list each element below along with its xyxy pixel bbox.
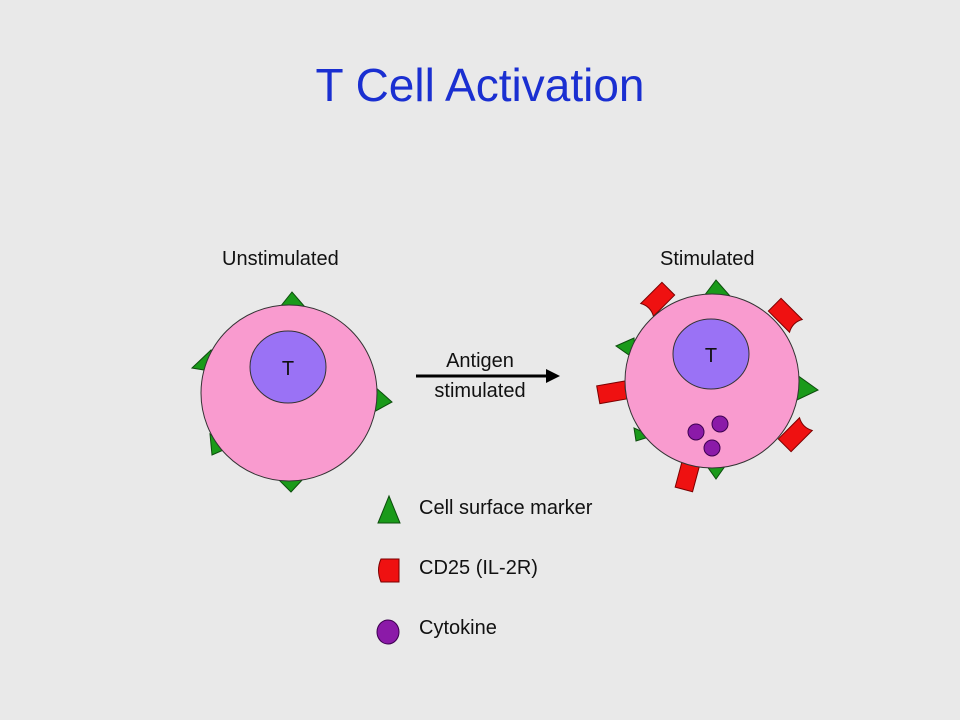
cytokine-icon [687,423,705,441]
legend-marker-icon [377,494,401,524]
legend [376,494,401,645]
cytokine-icon [703,439,721,457]
legend-label-cytokine: Cytokine [419,617,497,639]
stimulated-nucleus [672,318,750,390]
unstimulated-nucleus-label: T [282,358,294,380]
activation-arrow [416,369,560,383]
legend-receptor-icon [378,558,400,583]
unstimulated-cell: T [190,291,393,493]
cd25-receptor-icon [596,380,631,405]
arrow-caption-line2: stimulated [434,380,526,402]
arrow-caption: Antigen stimulated [420,346,540,406]
stimulated-cell: T [596,279,819,493]
unstimulated-nucleus [249,330,327,404]
cytokine-icon [711,415,729,433]
stimulated-label: Stimulated [660,248,755,270]
stimulated-nucleus-label: T [705,345,717,367]
cd25-receptor-icon [777,416,814,453]
surface-marker-icon [796,374,819,401]
slide-title: T Cell Activation [315,59,645,111]
legend-label-cd25: CD25 (IL-2R) [419,557,538,579]
legend-cytokine-icon [376,619,400,645]
unstimulated-label: Unstimulated [222,248,339,270]
cd25-receptor-icon [767,297,804,334]
legend-label-marker: Cell surface marker [419,497,593,519]
arrow-caption-line1: Antigen [446,350,514,372]
